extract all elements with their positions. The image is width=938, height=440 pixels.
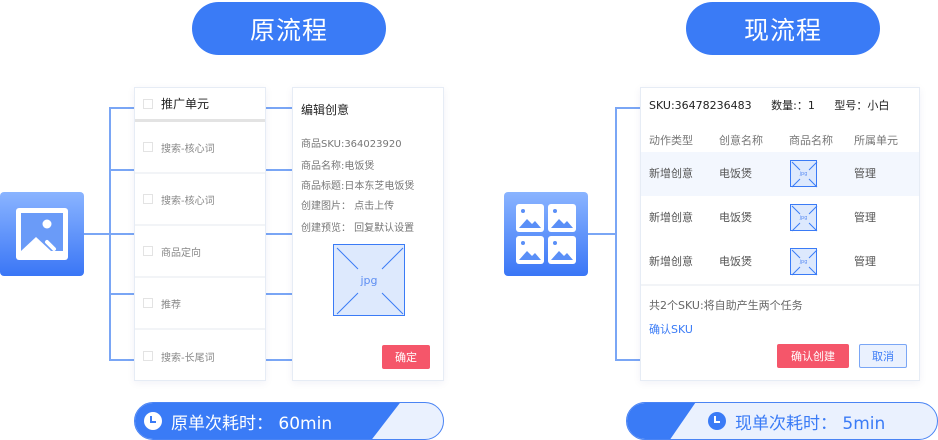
image-placeholder-label: jpg	[360, 273, 378, 287]
unit-name: 管理	[854, 255, 876, 268]
promotion-unit-panel: 推广单元 搜索-核心词 搜索-核心词 商品定向 推荐 搜索-长尾词	[134, 87, 266, 381]
creative-name: 电饭煲	[719, 167, 752, 180]
cancel-button[interactable]: 取消	[859, 344, 907, 368]
unit-item-label: 搜索-长尾词	[161, 352, 215, 364]
unit-item[interactable]: 搜索-核心词	[135, 122, 265, 174]
sku-panel: SKU:36478236483 数量:：1 型号：小白 动作类型 创意名称 商品…	[640, 87, 920, 381]
unit-item-label: 搜索-核心词	[161, 143, 215, 155]
connector	[266, 293, 292, 295]
checkbox[interactable]	[143, 194, 153, 204]
new-flow-title: 现流程	[686, 2, 880, 55]
connector	[109, 359, 134, 361]
product-image: jpg	[790, 204, 818, 232]
checkbox[interactable]	[143, 98, 153, 109]
sku-header: SKU:36478236483 数量:：1 型号：小白	[649, 97, 905, 113]
upload-image-field[interactable]: 创建图片： 点击上传	[301, 201, 395, 212]
unit-header-label: 推广单元	[161, 97, 210, 111]
edit-creative-panel: 编辑创意 商品SKU:364023920 商品名称:电饭煲 商品标题:日本东芝电…	[292, 87, 444, 381]
connector	[84, 233, 110, 235]
unit-item-label: 搜索-核心词	[161, 195, 215, 207]
product-title-field: 商品标题:日本东芝电饭煲	[301, 181, 415, 192]
old-time-label: 原单次耗时： 60min	[171, 413, 333, 434]
action-type: 新增创意	[649, 167, 693, 180]
old-flow-title: 原流程	[192, 2, 386, 55]
confirm-sku-link[interactable]: 确认SKU	[649, 323, 693, 336]
image-label: jpg	[799, 170, 808, 177]
connector	[266, 107, 292, 109]
connector	[109, 107, 134, 109]
image-label: jpg	[799, 214, 808, 221]
column-header: 动作类型	[649, 134, 693, 147]
unit-item-label: 商品定向	[161, 247, 201, 259]
creative-name: 电饭煲	[719, 211, 752, 224]
connector	[615, 359, 640, 361]
sku-id: SKU:36478236483	[649, 99, 752, 112]
action-type: 新增创意	[649, 255, 693, 268]
old-time-badge: 原单次耗时： 60min	[134, 402, 444, 440]
connector	[615, 107, 617, 360]
table-header: 动作类型 创意名称 商品名称 所属单元	[641, 132, 919, 152]
connector	[588, 233, 616, 235]
checkbox[interactable]	[143, 351, 153, 361]
connector	[615, 107, 640, 109]
product-image: jpg	[790, 248, 818, 276]
unit-item-label: 推荐	[161, 299, 181, 311]
placeholder-cross-icon	[791, 161, 818, 188]
column-header: 商品名称	[789, 134, 833, 147]
table-row[interactable]: 新增创意 电饭煲 jpg 管理	[641, 196, 919, 240]
image-block	[504, 192, 588, 276]
image-block	[0, 192, 84, 276]
table-row[interactable]: 新增创意 电饭煲 jpg 管理	[641, 152, 919, 196]
sku-field: 商品SKU:364023920	[301, 139, 402, 150]
product-image: jpg	[790, 160, 818, 188]
unit-item[interactable]: 搜索-核心词	[135, 174, 265, 226]
placeholder-cross-icon	[336, 247, 404, 315]
unit-item[interactable]: 商品定向	[135, 226, 265, 278]
table-row[interactable]: 新增创意 电饭煲 jpg 管理	[641, 240, 919, 284]
checkbox[interactable]	[143, 246, 153, 256]
connector	[109, 233, 134, 235]
unit-item[interactable]: 推荐	[135, 278, 265, 330]
connector	[109, 169, 134, 171]
unit-item[interactable]: 搜索-长尾词	[135, 330, 265, 382]
unit-name: 管理	[854, 167, 876, 180]
clock-icon	[144, 412, 162, 430]
connector	[109, 293, 134, 295]
placeholder-cross-icon	[791, 205, 818, 232]
confirm-button[interactable]: 确定	[382, 345, 430, 369]
new-time-badge: 现单次耗时： 5min	[626, 402, 938, 440]
connector	[266, 233, 292, 235]
edit-creative-title: 编辑创意	[301, 103, 350, 117]
image-icon	[16, 208, 68, 260]
sku-model: 型号：小白	[834, 99, 890, 112]
unit-header-row[interactable]: 推广单元	[135, 88, 265, 122]
image-grid-icon	[516, 204, 576, 264]
sku-quantity: 数量:：1	[771, 99, 815, 112]
connector	[266, 169, 292, 171]
column-header: 所属单元	[854, 134, 898, 147]
image-label: jpg	[799, 258, 808, 265]
unit-name: 管理	[854, 211, 876, 224]
action-type: 新增创意	[649, 211, 693, 224]
image-placeholder: jpg	[333, 244, 405, 316]
placeholder-cross-icon	[791, 249, 818, 276]
time-fill	[135, 403, 400, 439]
creative-name: 电饭煲	[719, 255, 752, 268]
clock-icon	[708, 412, 726, 430]
confirm-create-button[interactable]: 确认创建	[777, 344, 849, 368]
product-name-field: 商品名称:电饭煲	[301, 161, 375, 172]
preview-field[interactable]: 创建预览： 回复默认设置	[301, 223, 415, 234]
column-header: 创意名称	[719, 134, 763, 147]
new-time-label: 现单次耗时： 5min	[735, 413, 886, 434]
divider	[641, 284, 919, 286]
checkbox[interactable]	[143, 142, 153, 152]
checkbox[interactable]	[143, 298, 153, 308]
sku-summary: 共2个SKU:将自助产生两个任务	[649, 299, 803, 312]
connector	[266, 359, 292, 361]
